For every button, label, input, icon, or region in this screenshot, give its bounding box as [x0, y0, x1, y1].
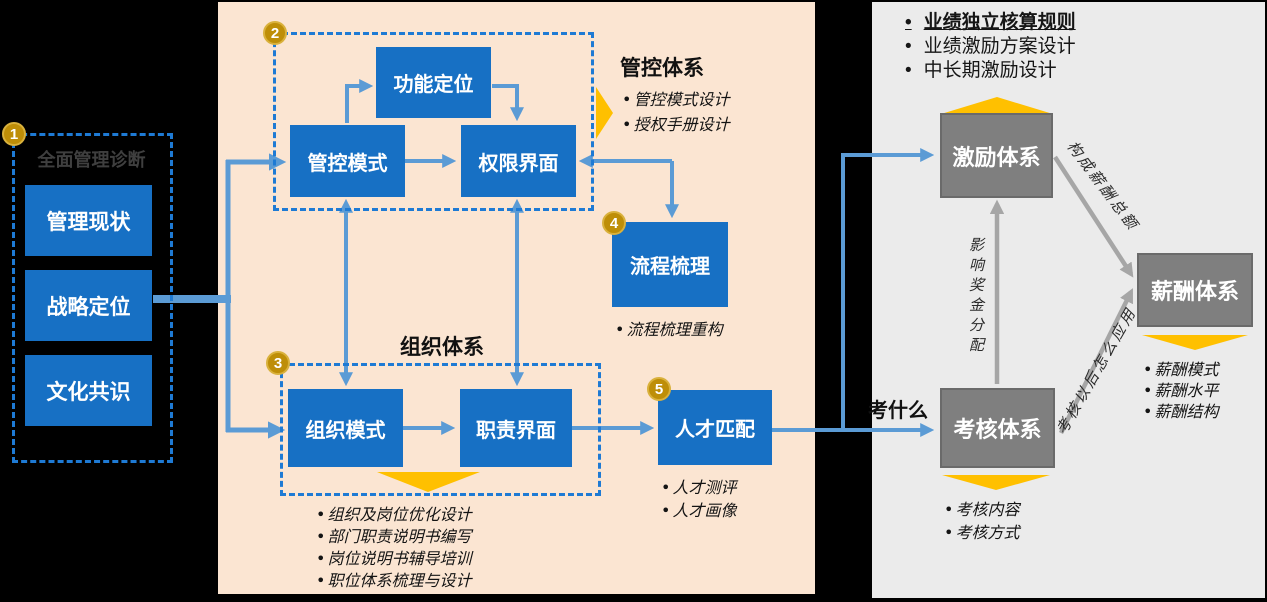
talent-bullet: 人才测评: [661, 474, 736, 498]
badge-5: 5: [647, 377, 671, 401]
right-top-bullet: 业绩独立核算规则: [905, 11, 1076, 34]
arrow-assessment-to-compensation: [1058, 288, 1134, 435]
control-group-frame: [273, 32, 594, 211]
org-bullet: 部门职责说明书编写: [316, 523, 471, 547]
process-bullet: 流程梳理重构: [615, 316, 722, 340]
control-system-bullet: 授权手册设计: [622, 111, 729, 135]
diagnosis-group-frame: [12, 133, 173, 463]
arrow-function-to-authority: [492, 84, 524, 122]
right-top-bullet: 中长期激励设计: [905, 59, 1057, 82]
box-incentive-system: 激励体系: [940, 113, 1053, 198]
box-management-status: 管理现状: [25, 185, 152, 256]
yellow-triangle-incentive: [941, 97, 1053, 114]
right-top-bullet: 业绩激励方案设计: [905, 35, 1076, 58]
badge-2: 2: [263, 21, 287, 45]
org-bullet: 组织及岗位优化设计: [316, 501, 471, 525]
assessment-bullet: 考核方式: [944, 519, 1019, 543]
yellow-pointer-control-system: [596, 87, 613, 139]
box-duty-interface: 职责界面: [460, 389, 572, 467]
badge-1: 1: [2, 122, 26, 146]
box-assessment-system: 考核体系: [940, 388, 1055, 468]
arrow-control-mode-to-function: [345, 79, 374, 123]
box-authority-interface: 权限界面: [461, 125, 576, 197]
talent-bullet: 人才画像: [661, 497, 736, 521]
box-function-positioning: 功能定位: [376, 47, 491, 118]
arrow-incentive-to-compensation: [1053, 155, 1134, 278]
yellow-triangle-assessment: [942, 475, 1050, 490]
badge-3: 3: [266, 351, 290, 375]
box-process-review: 流程梳理: [612, 222, 728, 307]
box-control-mode: 管控模式: [290, 125, 405, 197]
org-bullet: 职位体系梳理与设计: [316, 567, 471, 591]
assessment-bullet: 考核内容: [944, 496, 1019, 520]
arrow-talent-to-incentive: [841, 148, 935, 430]
compensation-bullet: 薪酬水平: [1143, 377, 1218, 401]
control-system-bullet: 管控模式设计: [622, 86, 729, 110]
box-org-mode: 组织模式: [288, 389, 403, 467]
diagnosis-title: 全面管理诊断: [37, 150, 146, 170]
org-bullet: 岗位说明书辅导培训: [316, 545, 471, 569]
yellow-triangle-compensation: [1142, 335, 1248, 350]
affect-bonus-label: 影响奖金分配: [967, 237, 985, 357]
what-to-assess-label: 考什么: [868, 400, 928, 422]
badge-4: 4: [602, 211, 626, 235]
yellow-triangle-org-group: [377, 472, 480, 492]
org-system-title: 组织体系: [400, 336, 484, 359]
box-compensation-system: 薪酬体系: [1137, 253, 1253, 327]
box-culture-consensus: 文化共识: [25, 355, 152, 426]
box-strategy-positioning: 战略定位: [25, 270, 152, 341]
compensation-bullet: 薪酬模式: [1143, 356, 1218, 380]
compensation-bullet: 薪酬结构: [1143, 398, 1218, 422]
control-system-title: 管控体系: [620, 57, 704, 80]
box-talent-matching: 人才匹配: [658, 390, 772, 465]
